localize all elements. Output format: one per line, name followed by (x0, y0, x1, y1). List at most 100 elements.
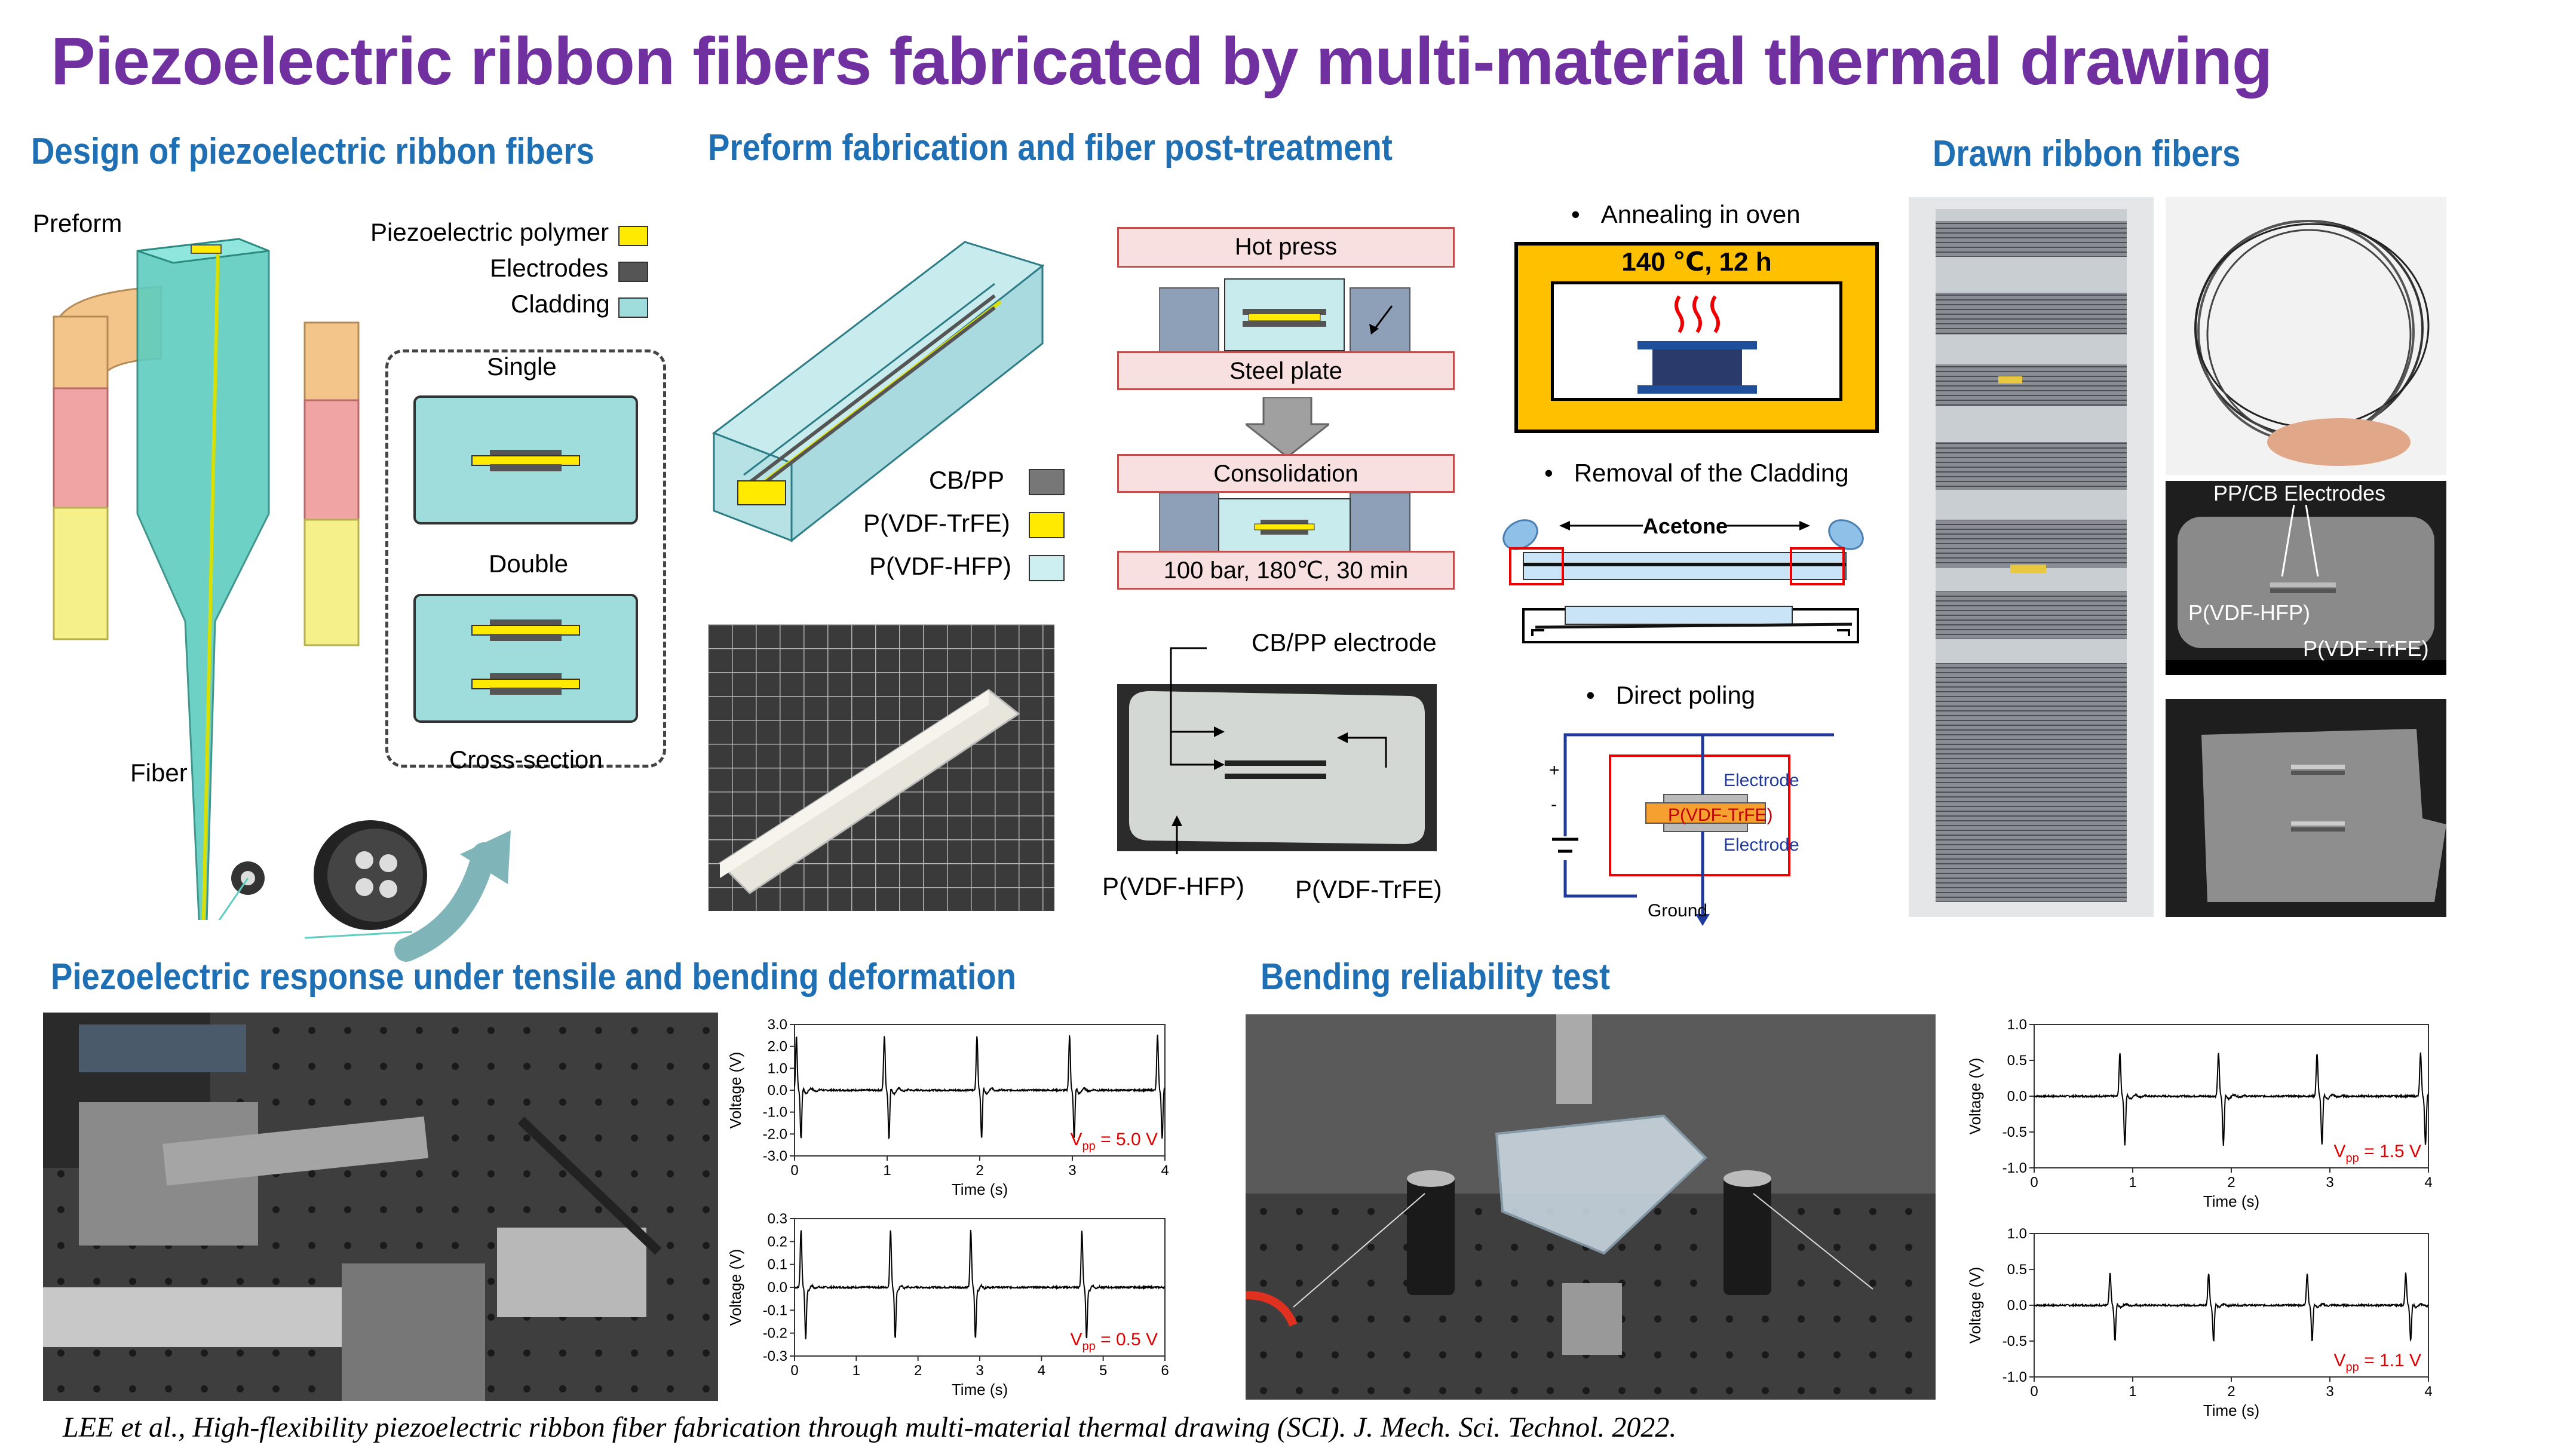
double-cross-section-illustration (413, 594, 638, 723)
process-down-arrow-icon (1246, 397, 1329, 457)
vpp-subscript: pp (1082, 1340, 1096, 1353)
consolidation-illustration (1159, 493, 1410, 553)
x-tick-label: 4 (2424, 1384, 2432, 1400)
signal-trace (794, 1035, 1166, 1140)
y-tick-label: -0.5 (2002, 1124, 2027, 1140)
y-tick-label: 1.0 (2007, 1017, 2027, 1033)
y-tick-label: 3.0 (768, 1017, 787, 1033)
vpp-symbol: V (2333, 1351, 2345, 1370)
x-tick-label: 1 (2129, 1384, 2136, 1400)
x-tick-label: 5 (1099, 1363, 1107, 1379)
x-tick-label: 0 (2030, 1384, 2038, 1400)
x-tick-label: 3 (2326, 1384, 2333, 1400)
x-tick-label: 2 (2227, 1174, 2235, 1191)
y-tick-label: -0.3 (763, 1348, 787, 1364)
legend-hfp-swatch (1029, 555, 1065, 581)
section-title-drawn: Drawn ribbon fibers (1933, 133, 2241, 174)
y-tick-label: 1.0 (768, 1060, 787, 1076)
preform-photo (708, 624, 1054, 911)
section-title-reliability: Bending reliability test (1261, 956, 1611, 998)
cross-section-pointer-lines (1170, 647, 1387, 854)
consolidation-conditions: 100 bar, 180℃, 30 min (1117, 551, 1455, 590)
x-tick-label: 3 (2326, 1174, 2333, 1191)
y-tick-label: -2.0 (763, 1126, 787, 1142)
section-title-design: Design of piezoelectric ribbon fibers (31, 131, 594, 172)
y-tick-label: -1.0 (763, 1105, 787, 1121)
x-tick-label: 0 (2030, 1174, 2038, 1191)
x-axis-label: Time (s) (952, 1180, 1008, 1198)
x-tick-label: 0 (790, 1162, 798, 1179)
legend-piezo-swatch (618, 226, 648, 246)
poling-material-label: P(VDF-TrFE) (1668, 805, 1773, 825)
preform-drawing-illustration (53, 238, 360, 920)
signal-trace (2034, 1052, 2429, 1146)
vpp-value: = 5.0 V (1096, 1130, 1158, 1149)
x-axis-label: Time (s) (2203, 1192, 2259, 1210)
legend-hfp-label: P(VDF-HFP) (869, 552, 1011, 580)
y-tick-label: -0.2 (763, 1326, 787, 1342)
y-tick-label: 0.1 (768, 1257, 787, 1273)
bullet-icon: • (1571, 200, 1601, 228)
bullet-icon: • (1586, 681, 1616, 709)
y-tick-label: -1.0 (2002, 1160, 2027, 1176)
hot-press-illustration (1159, 278, 1410, 354)
legend-cladding-swatch (618, 297, 648, 318)
y-tick-label: -0.5 (2002, 1333, 2027, 1349)
single-cross-section-illustration (413, 395, 638, 524)
y-tick-label: 0.3 (768, 1211, 787, 1227)
pvdf-hfp-label: P(VDF-HFP) (1102, 872, 1244, 900)
cross-section-label: Cross-section (449, 746, 603, 774)
vpp-symbol: V (1070, 1330, 1082, 1349)
battery-plus-label: + (1549, 760, 1560, 780)
oven-temp-label: 140 ℃, 12 h (1621, 247, 1772, 277)
vpp-value: = 1.5 V (2359, 1142, 2421, 1161)
legend-trfe-label: P(VDF-TrFE) (863, 509, 1010, 537)
bending-test-setup-photo (1246, 1014, 1936, 1400)
vpp-annotation: Vpp = 5.0 V (1070, 1130, 1158, 1153)
consolidation-label: Consolidation (1117, 454, 1455, 493)
vpp-subscript: pp (2346, 1152, 2359, 1165)
sem-pointer-lines (2281, 505, 2319, 577)
vpp-annotation: Vpp = 1.5 V (2333, 1142, 2421, 1165)
signal-trace (794, 1229, 1166, 1339)
page-title: Piezoelectric ribbon fibers fabricated b… (51, 24, 2273, 99)
fiber-coil-hand-photo (2166, 197, 2446, 475)
oven-chamber (1551, 281, 1842, 401)
fiber-sem-photo-double (2166, 699, 2446, 917)
fiber-spool-illustration (305, 820, 511, 962)
acetone-label: Acetone (1643, 514, 1728, 538)
double-label: Double (489, 550, 569, 578)
y-tick-label: 0.0 (768, 1280, 787, 1296)
x-tick-label: 0 (790, 1363, 798, 1379)
annealing-text: Annealing in oven (1600, 200, 1801, 228)
vpp-symbol: V (2333, 1142, 2345, 1161)
x-tick-label: 1 (852, 1363, 860, 1379)
section-title-preform: Preform fabrication and fiber post-treat… (708, 127, 1393, 168)
vpp-annotation: Vpp = 0.5 V (1070, 1330, 1158, 1353)
x-tick-label: 2 (2227, 1384, 2235, 1400)
y-tick-label: -0.1 (763, 1302, 787, 1318)
y-tick-label: -1.0 (2002, 1369, 2027, 1385)
preform-label: Preform (33, 209, 122, 237)
ground-label: Ground (1648, 901, 1708, 921)
sem-hfp-label: P(VDF-HFP) (2188, 600, 2310, 625)
poling-circuit-illustration (1552, 733, 1834, 926)
preform-stack-illustration (712, 241, 1045, 543)
x-tick-label: 4 (1161, 1162, 1169, 1179)
x-tick-label: 3 (976, 1363, 983, 1379)
y-axis-label: Voltage (V) (1966, 1058, 1984, 1135)
legend-cbpp-swatch (1029, 469, 1065, 495)
poling-text: Direct poling (1615, 681, 1756, 709)
vpp-value: = 1.1 V (2359, 1351, 2421, 1370)
x-tick-label: 1 (883, 1162, 891, 1179)
citation: LEE et al., High-flexibility piezoelectr… (63, 1412, 1677, 1443)
legend-electrodes-label: Electrodes (490, 254, 609, 282)
removal-text: Removal of the Cladding (1574, 459, 1849, 487)
x-tick-label: 6 (1161, 1363, 1169, 1379)
pvdf-trfe-label: P(VDF-TrFE) (1295, 875, 1442, 903)
legend-piezo-label: Piezoelectric polymer (370, 218, 609, 246)
vpp-subscript: pp (1082, 1140, 1096, 1153)
fiber-label: Fiber (130, 759, 188, 787)
